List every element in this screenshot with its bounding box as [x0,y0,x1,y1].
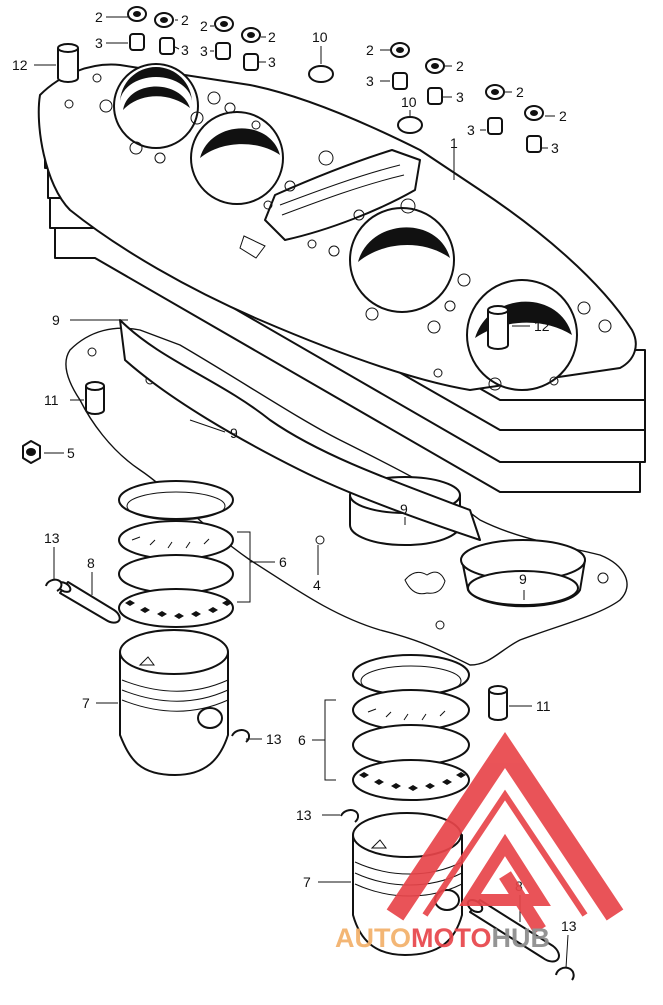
callout-13: 13 [266,731,282,747]
callout-3: 3 [551,140,559,156]
piston-ring-set-6 [352,654,470,801]
callout-3: 3 [456,89,464,105]
callout-12: 12 [12,57,28,73]
dowel-11 [85,381,508,721]
watermark-moto: MOTO [411,923,492,953]
callout-2: 2 [181,12,189,28]
callout-3: 3 [95,35,103,51]
callout-2: 2 [516,84,524,100]
callout-2: 2 [456,58,464,74]
callout-7: 7 [82,695,90,711]
dowel-12 [57,43,79,83]
callout-3: 3 [181,42,189,58]
watermark-auto: AUTO [335,923,411,953]
callout-5: 5 [67,445,75,461]
callout-13: 13 [561,918,577,934]
callout-6: 6 [298,732,306,748]
callout-6: 6 [279,554,287,570]
callout-4: 4 [313,577,321,593]
logo-triangle-mark [386,731,624,934]
cylinder-block [37,63,646,541]
circlip-13 [231,729,251,743]
callout-13: 13 [44,530,60,546]
callout-3: 3 [268,54,276,70]
callout-11: 11 [44,392,59,408]
callout-13: 13 [296,807,312,823]
callout-9: 9 [400,501,408,517]
callout-9: 9 [230,425,238,441]
callout-9: 9 [519,571,527,587]
cylinder-o-ring-9 [460,539,586,608]
callout-3: 3 [366,73,374,89]
circlip-13 [340,809,360,823]
callout-7: 7 [303,874,311,890]
callout-9: 9 [52,312,60,328]
callout-3: 3 [467,122,475,138]
circlip-13 [45,578,63,592]
callout-12: 12 [534,318,550,334]
callout-2: 2 [95,9,103,25]
piston-ring-set-6 [118,480,234,628]
callout-2: 2 [268,29,276,45]
callout-3: 3 [200,43,208,59]
piston-7 [119,629,229,776]
callout-10: 10 [401,94,417,110]
piston-pin-8 [56,581,121,624]
callout-1: 1 [450,135,458,151]
automotohub-watermark: AUTOMOTOHUB [335,731,624,953]
svg-text:AUTOMOTOHUB: AUTOMOTOHUB [335,923,550,953]
dowel-pin-3 [129,33,542,153]
callout-10: 10 [312,29,328,45]
callout-8: 8 [87,555,95,571]
circlip-13 [555,966,575,981]
nut-5 [22,440,41,464]
leader-lines [34,16,569,969]
callout-2: 2 [559,108,567,124]
callout-numbers: 2 3 2 3 2 3 2 3 12 10 2 3 2 10 3 2 2 3 3… [12,9,577,934]
o-ring-10 [308,65,423,134]
callout-2: 2 [366,42,374,58]
callout-2: 2 [200,18,208,34]
callout-11: 11 [536,698,551,714]
watermark-hub: HUB [492,923,551,953]
